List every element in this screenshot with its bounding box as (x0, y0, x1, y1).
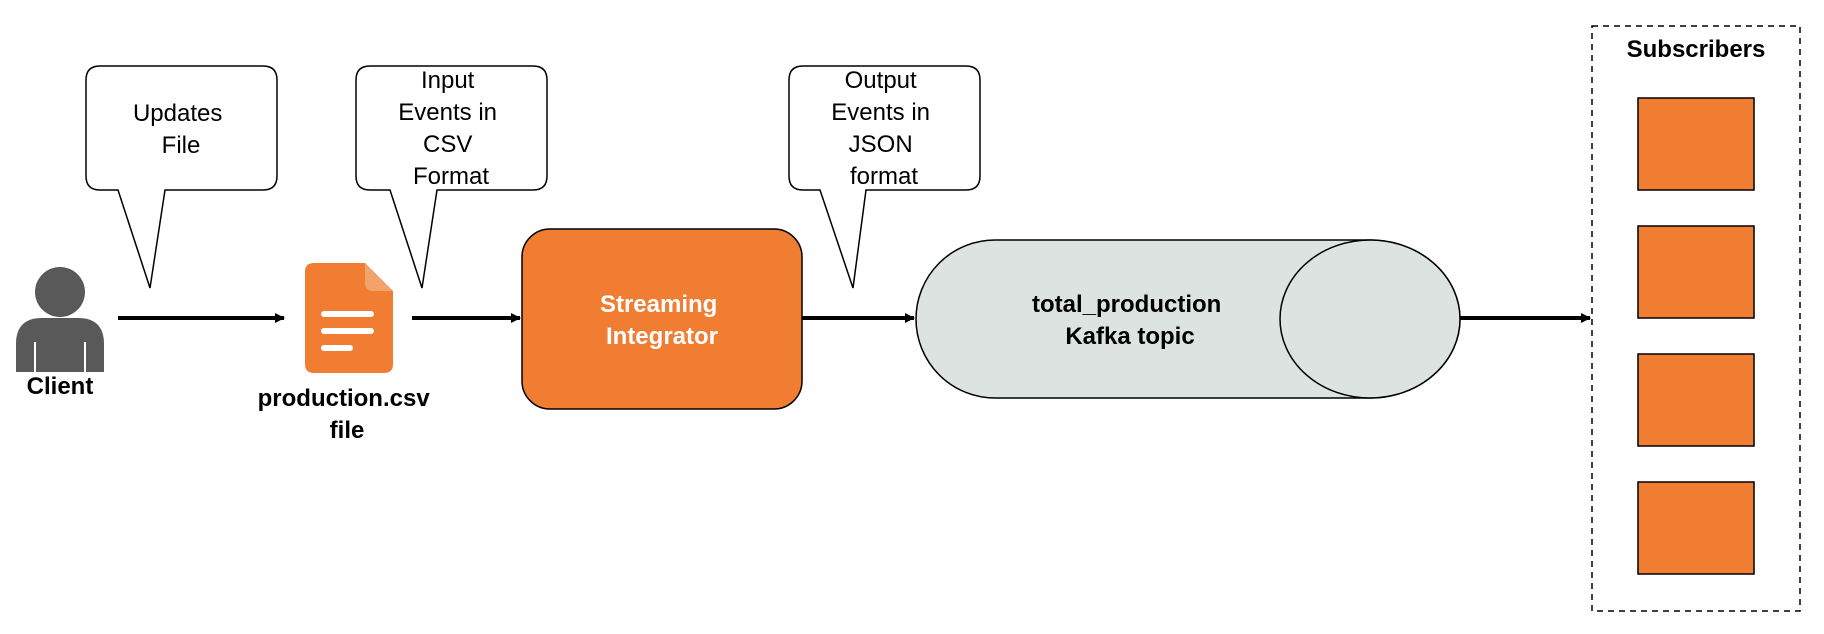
topic-label-line2: Kafka topic (1065, 323, 1194, 350)
file-label-line1: production.csv (258, 385, 431, 412)
subscriber-box-2 (1637, 225, 1755, 319)
callout-input-line3: CSV (423, 131, 472, 158)
integrator-label-line1: Streaming (600, 291, 717, 318)
svg-text:Streaming Integrator: Streaming Integrator (600, 291, 724, 350)
callout-input-line2: Events in (398, 99, 497, 126)
streaming-integrator-box: Streaming Integrator (521, 228, 803, 410)
subscribers-group: Subscribers (1591, 25, 1801, 612)
callout-output-line2: Events in (831, 99, 930, 126)
client-label: Client (27, 373, 94, 400)
client-user-icon (16, 267, 104, 372)
callout-output-line3: JSON (849, 131, 913, 158)
callout-input-line1: Input (421, 67, 475, 94)
csv-file-icon (305, 263, 393, 373)
svg-text:Input Events in CS: Input Events in CSV Format (398, 67, 503, 190)
subscriber-box-3 (1637, 353, 1755, 447)
callout-output-events: Output Events in JSON format (788, 65, 981, 289)
callout-updates-file: Updates File (85, 65, 278, 289)
file-label-line2: file (330, 417, 365, 444)
subscriber-box-1 (1637, 97, 1755, 191)
kafka-topic-cylinder: total_production Kafka topic (915, 239, 1461, 399)
integrator-label-line2: Integrator (606, 323, 718, 350)
subscribers-title: Subscribers (1627, 36, 1766, 63)
callout-updates-line2: File (162, 132, 201, 159)
callout-output-line4: format (850, 163, 918, 190)
svg-text:Output Events in J: Output Events in JSON format (831, 67, 936, 190)
file-label: production.csv file (258, 385, 437, 444)
topic-label-line1: total_production (1032, 291, 1221, 318)
callout-input-line4: Format (413, 163, 489, 190)
callout-output-line1: Output (845, 67, 917, 94)
callout-input-events: Input Events in CSV Format (355, 65, 548, 289)
svg-text:Updates File: Updates File (133, 100, 229, 159)
subscriber-box-4 (1637, 481, 1755, 575)
callout-updates-line1: Updates (133, 100, 222, 127)
svg-text:total_production Kafka t: total_production Kafka topic (1032, 291, 1228, 350)
